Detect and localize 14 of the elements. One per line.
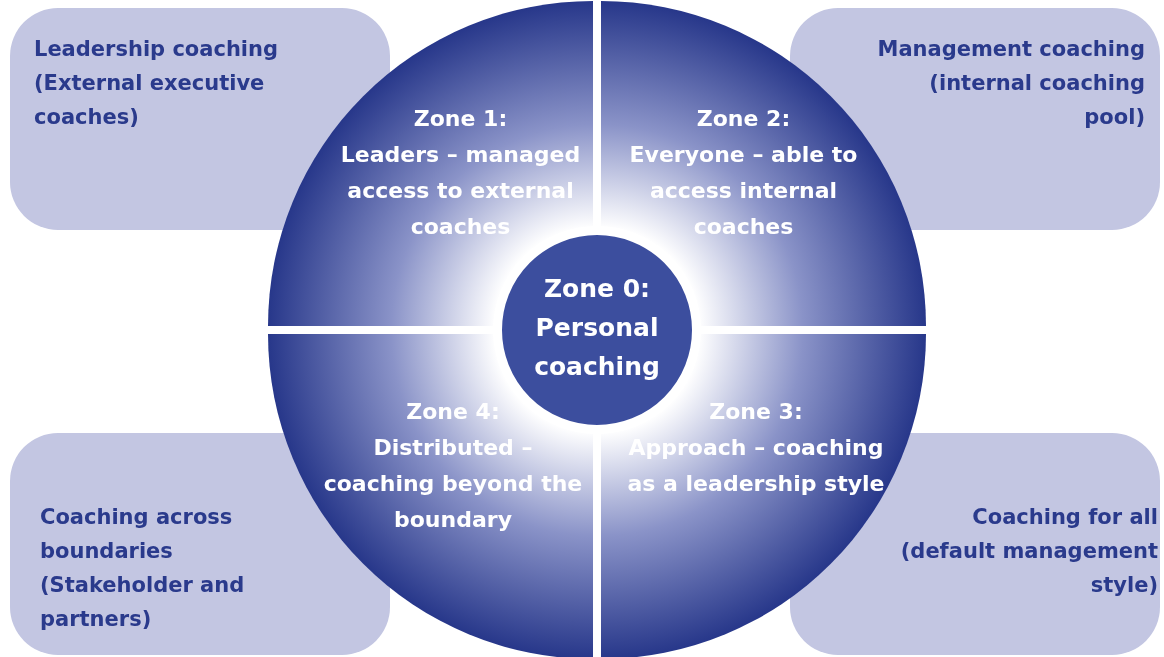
zone-description: Personal coaching bbox=[533, 312, 661, 383]
zone-heading: Zone 3: bbox=[708, 398, 804, 426]
panel-subheading: (default management style) bbox=[899, 538, 1158, 599]
panel-subheading: (internal coaching pool) bbox=[928, 70, 1145, 131]
zone-heading: Zone 1: bbox=[412, 105, 509, 133]
panel-subheading: (Stakeholder and partners) bbox=[40, 572, 246, 633]
panel-heading: Leadership coaching bbox=[34, 36, 280, 63]
panel-subheading: (External executive coaches) bbox=[34, 70, 266, 131]
panel-heading: Management coaching bbox=[876, 36, 1145, 63]
zone-heading: Zone 2: bbox=[695, 105, 792, 133]
panel-heading: Coaching for all bbox=[971, 504, 1158, 531]
zone-description: Distributed – coaching beyond the boundary bbox=[323, 434, 583, 534]
panel-heading: Coaching across boundaries bbox=[40, 504, 234, 565]
zone-heading: Zone 0: bbox=[542, 273, 652, 305]
